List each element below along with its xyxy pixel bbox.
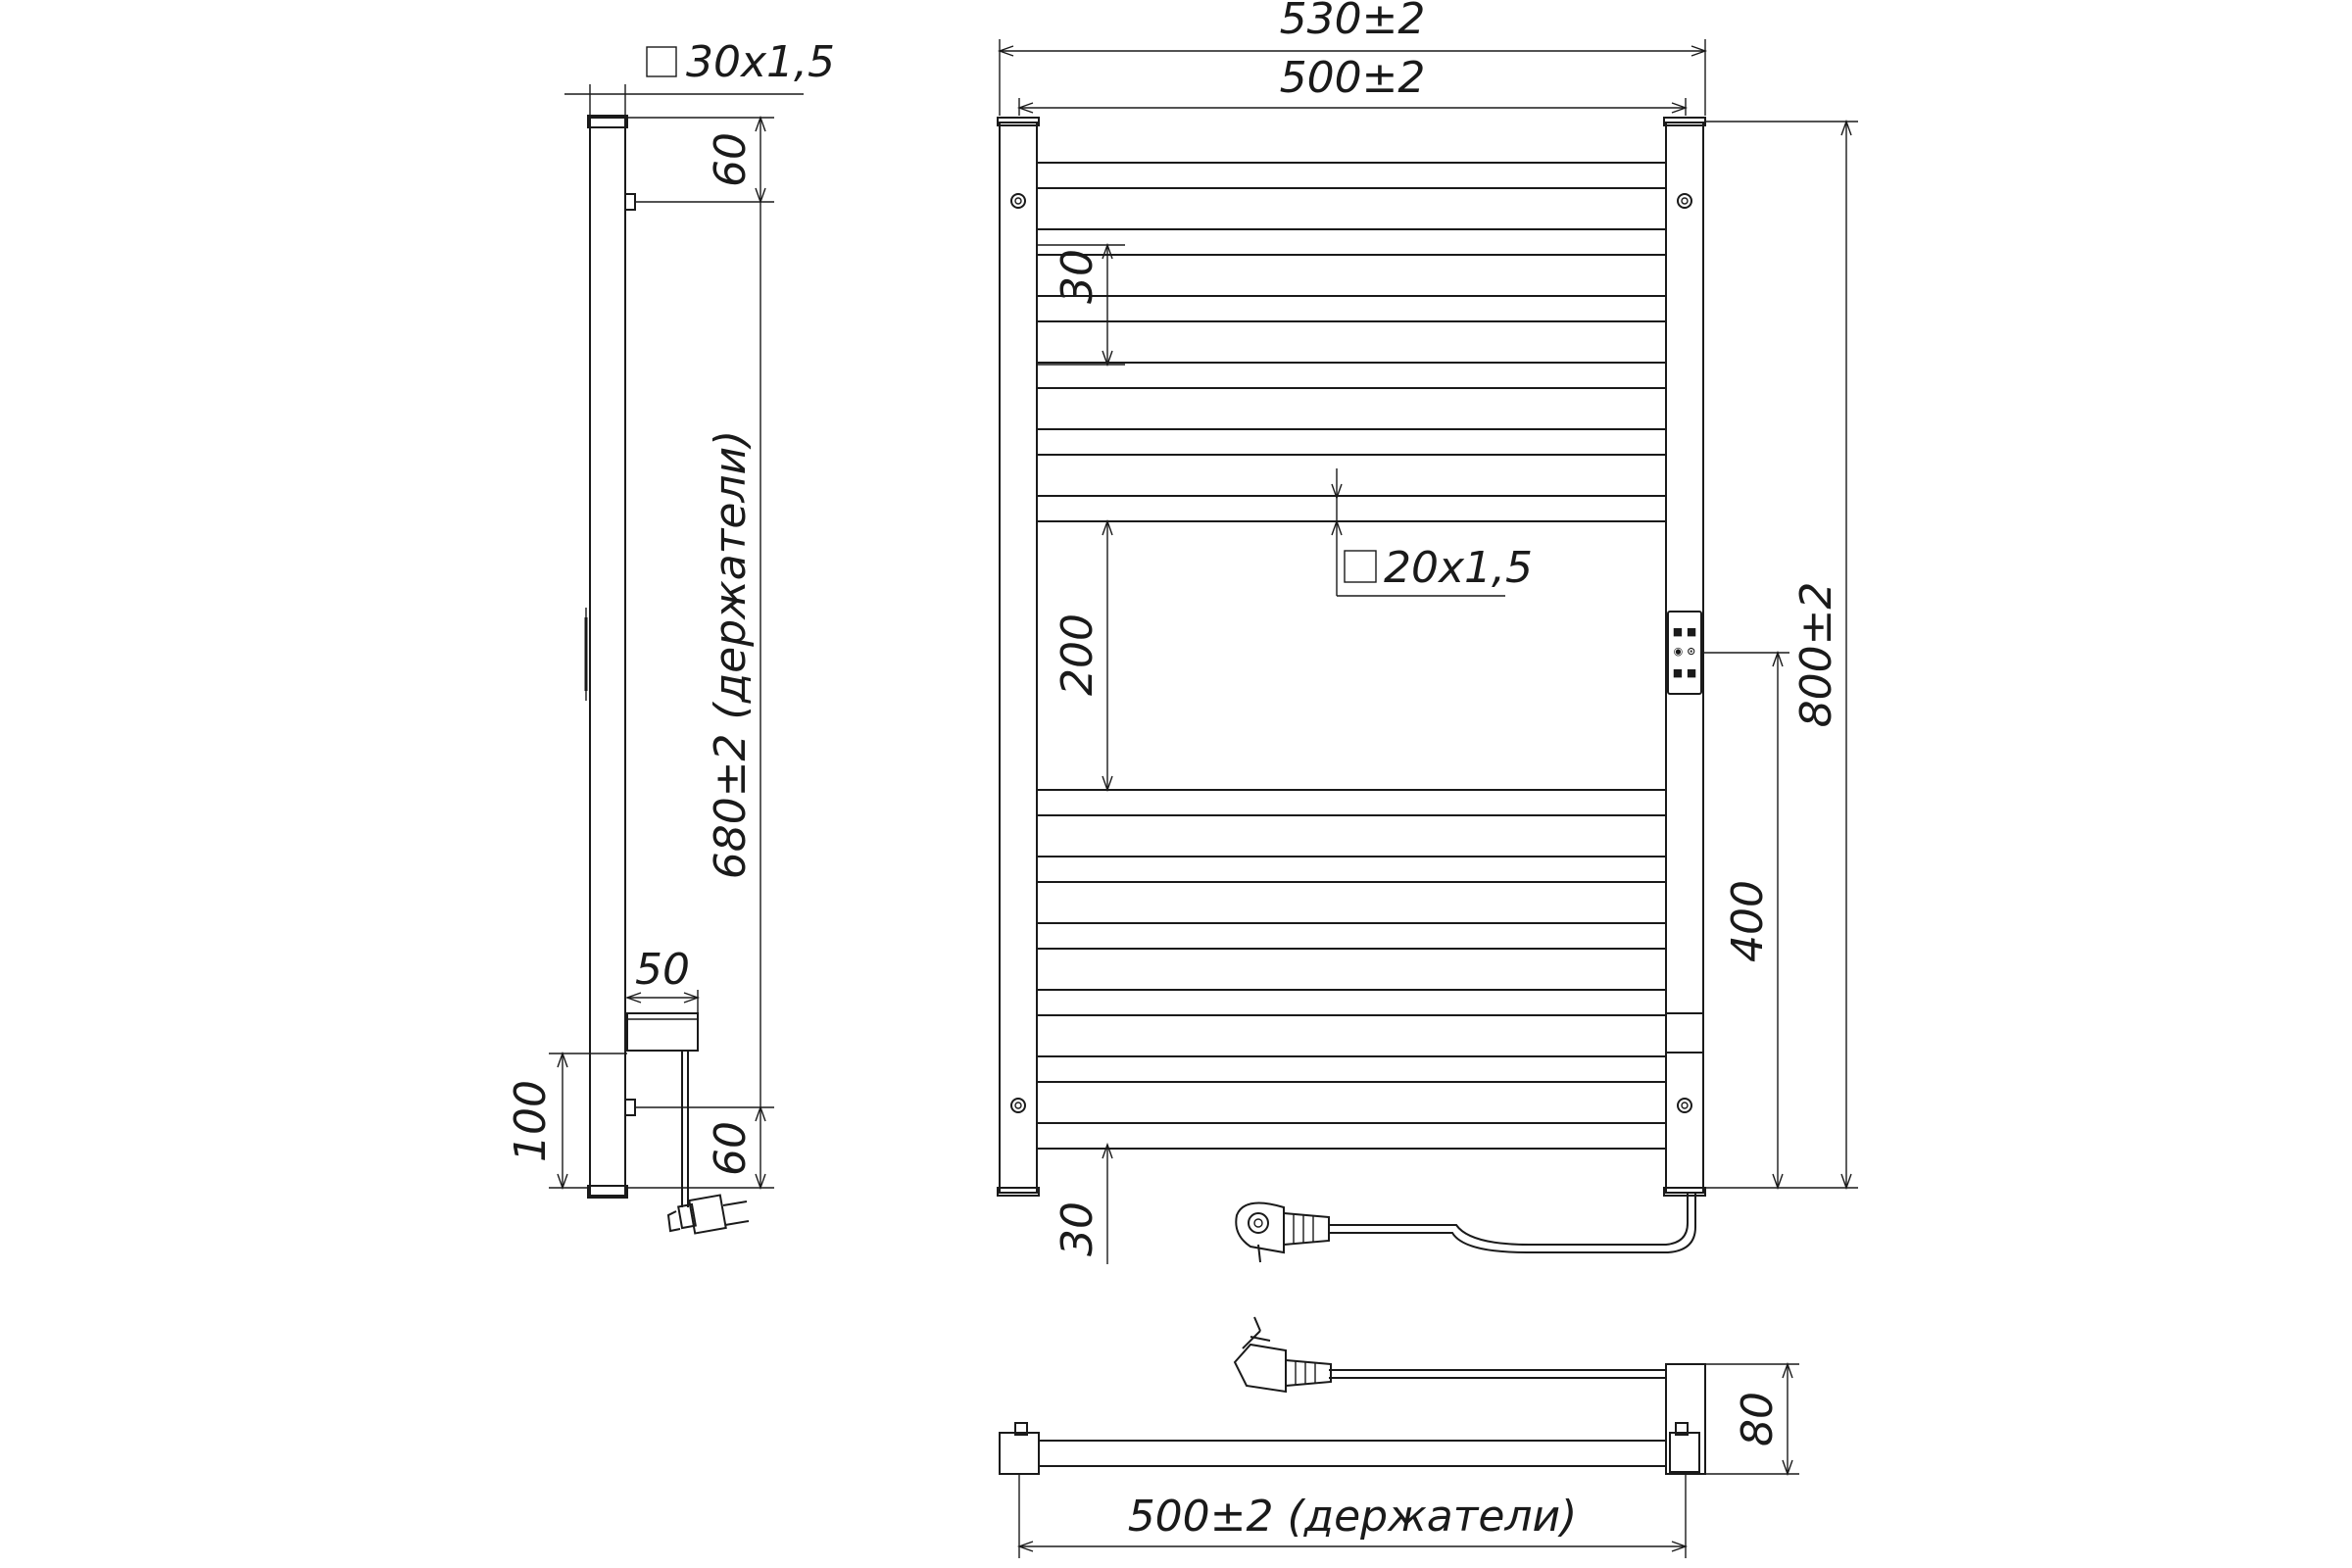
dim-overall-width: 530±2 (997, 0, 1708, 116)
front-heater-box (1665, 1012, 1704, 1054)
side-tube-bottom-cap (587, 1185, 628, 1199)
side-tube-top-cap (587, 115, 628, 128)
side-bracket-label: 50 (635, 945, 690, 995)
crossbar-5 (1036, 428, 1667, 456)
overall-height-label: 800±2 (1791, 582, 1841, 728)
dim-side-bottom-mount: 60 (627, 1104, 774, 1191)
top-left-holder (999, 1432, 1040, 1475)
front-left-cap-top (997, 117, 1040, 126)
dim-overall-height: 800±2 (1705, 119, 1858, 1191)
control-panel: ■ ■ ◉ ⊙ ■ ■ (1667, 611, 1702, 695)
top-right-holder (1669, 1432, 1700, 1473)
control-row-2: ◉ ⊙ (1674, 645, 1696, 658)
side-top-holder (624, 193, 636, 211)
side-bottom-mount-label: 60 (706, 1121, 756, 1176)
top-right-cap (1675, 1422, 1689, 1436)
bar-profile-label: 20x1,5 (1384, 543, 1533, 593)
dim-bar-profile: 20x1,5 (1331, 468, 1533, 597)
crossbar-9 (1036, 922, 1667, 950)
dim-bar-spacing: 30 (1037, 242, 1125, 368)
dim-side-bracket: 50 (624, 945, 701, 1013)
control-row-3: ■ ■ (1673, 666, 1697, 679)
gap-label: 200 (1053, 613, 1102, 696)
inner-width-label: 500±2 (1280, 53, 1426, 103)
dim-control-height: 400 (1703, 650, 1789, 1191)
crossbar-11 (1036, 1055, 1667, 1083)
front-screw-bl (1010, 1098, 1026, 1113)
control-height-label: 400 (1723, 880, 1773, 962)
dim-bottom-gap: 30 (1053, 1142, 1113, 1264)
dim-side-top-mount: 60 (627, 115, 774, 205)
front-left-cap-bottom (997, 1187, 1040, 1197)
front-plug (1235, 1201, 1330, 1263)
top-view: 80 500±2 (держатели) (999, 1316, 1799, 1558)
top-holder-width-label: 500±2 (держатели) (1128, 1492, 1578, 1542)
dim-side-holder-span: 680±2 (держатели) (706, 202, 761, 1107)
side-bottom-offset-label: 100 (506, 1080, 556, 1162)
front-cable-outer (1329, 1193, 1696, 1253)
crossbar-3 (1036, 295, 1667, 322)
overall-width-label: 530±2 (1280, 0, 1426, 44)
crossbar-7 (1036, 789, 1667, 816)
crossbar-12 (1036, 1122, 1667, 1150)
side-top-mount-label: 60 (706, 132, 756, 187)
front-left-tube (999, 122, 1038, 1194)
front-cable (1329, 1193, 1689, 1246)
crossbar-2 (1036, 228, 1667, 256)
side-profile-label: 30x1,5 (686, 37, 835, 87)
dim-inner-width: 500±2 (1016, 53, 1689, 116)
control-row-1: ■ ■ (1673, 625, 1697, 638)
front-screw-tl (1010, 193, 1026, 209)
dim-side-bottom-offset: 100 (506, 1051, 627, 1191)
top-left-cap (1014, 1422, 1028, 1436)
front-crossbars (1036, 162, 1667, 1150)
side-main-tube (589, 117, 626, 1197)
crossbar-6 (1036, 495, 1667, 522)
top-plug (1233, 1316, 1332, 1394)
side-plug (666, 1194, 750, 1235)
side-bottom-holder (624, 1099, 636, 1116)
crossbar-1 (1036, 162, 1667, 189)
crossbar-8 (1036, 856, 1667, 883)
bar-spacing-label: 30 (1053, 249, 1102, 304)
crossbar-4 (1036, 362, 1667, 389)
crossbar-10 (1036, 989, 1667, 1016)
side-bracket (626, 1012, 699, 1052)
top-depth-label: 80 (1733, 1392, 1783, 1446)
dim-top-holder-width: 500±2 (держатели) (1016, 1474, 1689, 1558)
front-right-tube (1665, 122, 1704, 1194)
front-screw-tr (1677, 193, 1692, 209)
front-screw-br (1677, 1098, 1692, 1113)
dim-top-depth: 80 (1705, 1361, 1799, 1477)
dim-gap: 200 (1053, 518, 1113, 793)
front-right-cap-bottom (1663, 1187, 1706, 1197)
dim-side-profile: 30x1,5 (564, 37, 835, 118)
bottom-gap-label: 30 (1053, 1201, 1102, 1256)
side-view: 30x1,5 60 680±2 (держатели) 60 (506, 37, 835, 1235)
front-view: ■ ■ ◉ ⊙ ■ ■ 530±2 (997, 0, 1858, 1264)
side-holder-span-label: 680±2 (держатели) (706, 430, 756, 880)
